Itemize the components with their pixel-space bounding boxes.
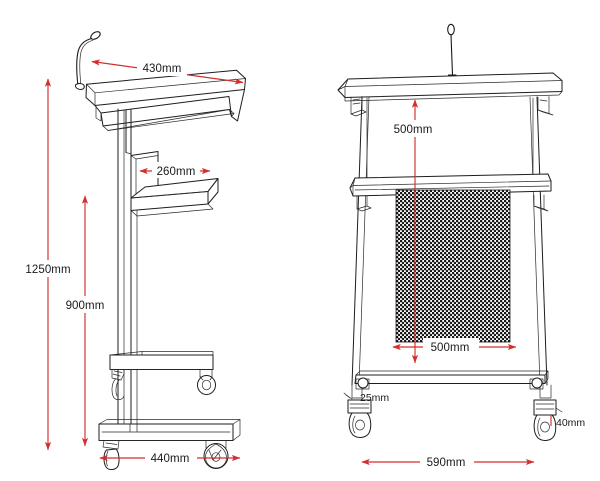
perforated-mesh-panel xyxy=(395,189,511,343)
dimension-label-500mm-horizontal: 500mm xyxy=(431,342,470,354)
front-gooseneck-microphone-icon xyxy=(447,23,457,80)
base-caster-left xyxy=(102,440,120,470)
dimension-1250mm: 1250mm xyxy=(16,78,80,451)
dimension-40mm: 40mm xyxy=(550,415,585,429)
dimension-label-40mm: 40mm xyxy=(556,417,585,429)
dimension-label-500mm-vertical: 500mm xyxy=(394,124,433,136)
front-lower-rail xyxy=(354,370,549,384)
dimension-label-900mm: 900mm xyxy=(66,300,105,312)
mesh-fill xyxy=(395,189,511,343)
upper-support-rail xyxy=(125,109,132,155)
dimension-590mm: 590mm xyxy=(361,454,535,470)
dimension-label-1250mm: 1250mm xyxy=(25,264,70,276)
mid-cross-member xyxy=(109,351,214,370)
dimension-label-430mm: 430mm xyxy=(143,63,182,75)
mid-caster-left xyxy=(111,369,125,401)
dimension-25mm: 25mm xyxy=(360,392,389,404)
dimension-260mm: 260mm xyxy=(139,162,211,178)
dimension-440mm: 440mm xyxy=(99,450,241,466)
dimension-label-260mm: 260mm xyxy=(157,166,196,178)
front-caster-left xyxy=(343,377,372,438)
dimension-label-25mm: 25mm xyxy=(360,392,389,404)
dimension-label-440mm: 440mm xyxy=(151,453,190,465)
front-frame-posts xyxy=(351,96,548,386)
front-caster-right xyxy=(529,377,563,441)
dimension-500mm-vertical: 500mm xyxy=(385,99,441,364)
base-plinth xyxy=(98,419,241,441)
base-caster-right xyxy=(203,440,229,469)
tubular-column xyxy=(117,108,138,433)
dimension-label-590mm: 590mm xyxy=(427,457,466,469)
dimension-430mm: 430mm xyxy=(91,59,244,85)
dimension-900mm: 900mm xyxy=(56,195,114,447)
dimension-500mm-horizontal: 500mm xyxy=(392,338,517,355)
front-sloped-desktop xyxy=(337,72,563,117)
front-view-group xyxy=(337,23,563,441)
side-view-group xyxy=(74,31,246,470)
middle-shelf xyxy=(130,151,219,217)
mid-caster-right xyxy=(197,369,216,395)
gooseneck-microphone-icon xyxy=(74,31,101,90)
